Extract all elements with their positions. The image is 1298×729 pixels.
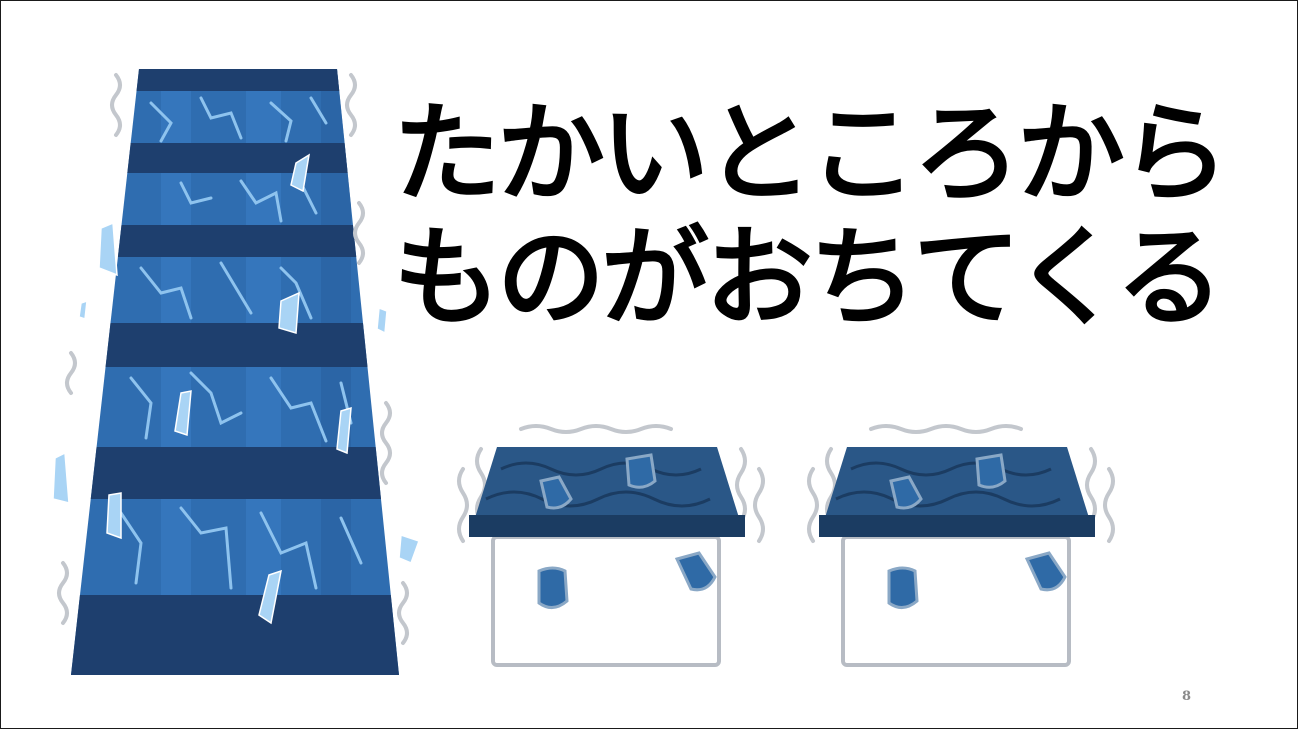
shaking-house-icon xyxy=(807,424,1115,667)
page-number: 8 xyxy=(1182,689,1192,704)
title-line-1: たかいところから xyxy=(393,92,1229,217)
cracking-building-icon xyxy=(52,69,420,675)
shaking-house-icon xyxy=(457,424,765,667)
title-line-2: ものがおちてくる xyxy=(393,216,1224,341)
slide-title: たかいところから ものがおちてくる xyxy=(393,93,1253,341)
